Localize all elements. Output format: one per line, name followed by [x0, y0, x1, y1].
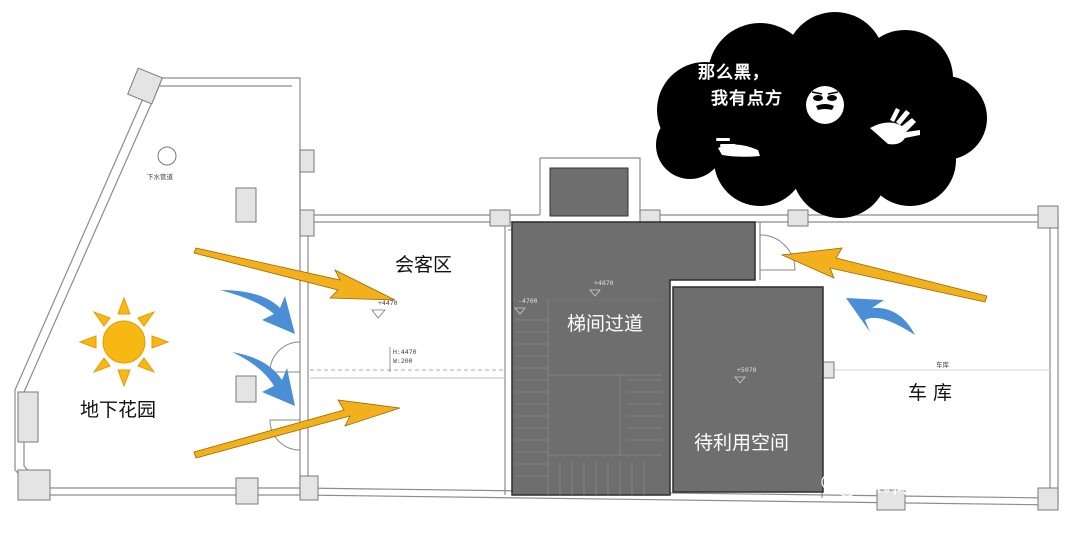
stair-passage-label: 梯间过道	[567, 313, 643, 335]
garden-label: 地下花园	[80, 399, 156, 421]
bubble-line-1: 那么黑，	[698, 63, 770, 83]
elev-reception: +4470	[378, 299, 398, 307]
yellow-arrow-1	[193, 247, 396, 301]
yellow-arrow-3	[780, 247, 988, 303]
blue-arrow-2	[232, 352, 295, 406]
elev-stair-passage: +4870	[594, 279, 614, 287]
blue-arrow-3	[846, 298, 915, 335]
bubble-line-2: 我有点方	[711, 88, 783, 109]
stair-top-box	[549, 167, 629, 217]
to-use-space-area	[672, 286, 824, 493]
hand-left-icon	[716, 138, 760, 157]
h-value: H:4470	[393, 348, 417, 356]
stair-treads	[515, 299, 662, 495]
w-value: W:200	[393, 357, 413, 365]
blue-arrow-1	[220, 290, 295, 334]
light-arrows-blue	[220, 290, 915, 406]
elevation-markers	[371, 289, 746, 384]
drain-pipe-icon	[157, 146, 177, 166]
hand-right-icon	[870, 108, 920, 145]
structural-columns	[17, 67, 1059, 511]
elev-stair-left: -4700	[518, 297, 538, 305]
watermark-text: 陈v向联合设计	[862, 475, 987, 497]
sun-icon	[78, 296, 170, 388]
garage-small-label: 车库	[936, 360, 950, 369]
scared-face-icon	[806, 86, 844, 124]
elev-to-use: +5070	[737, 366, 757, 374]
reception-label: 会客区	[395, 254, 452, 276]
garage-label: 车 库	[908, 382, 952, 404]
wechat-watermark-icon	[821, 472, 857, 497]
stair-passage-area	[511, 221, 756, 496]
drain-pipe-label: 下水管道	[147, 172, 174, 181]
yellow-arrow-2	[193, 399, 401, 459]
to-use-space-label: 待利用空间	[694, 432, 789, 454]
light-arrows-yellow	[193, 247, 988, 459]
